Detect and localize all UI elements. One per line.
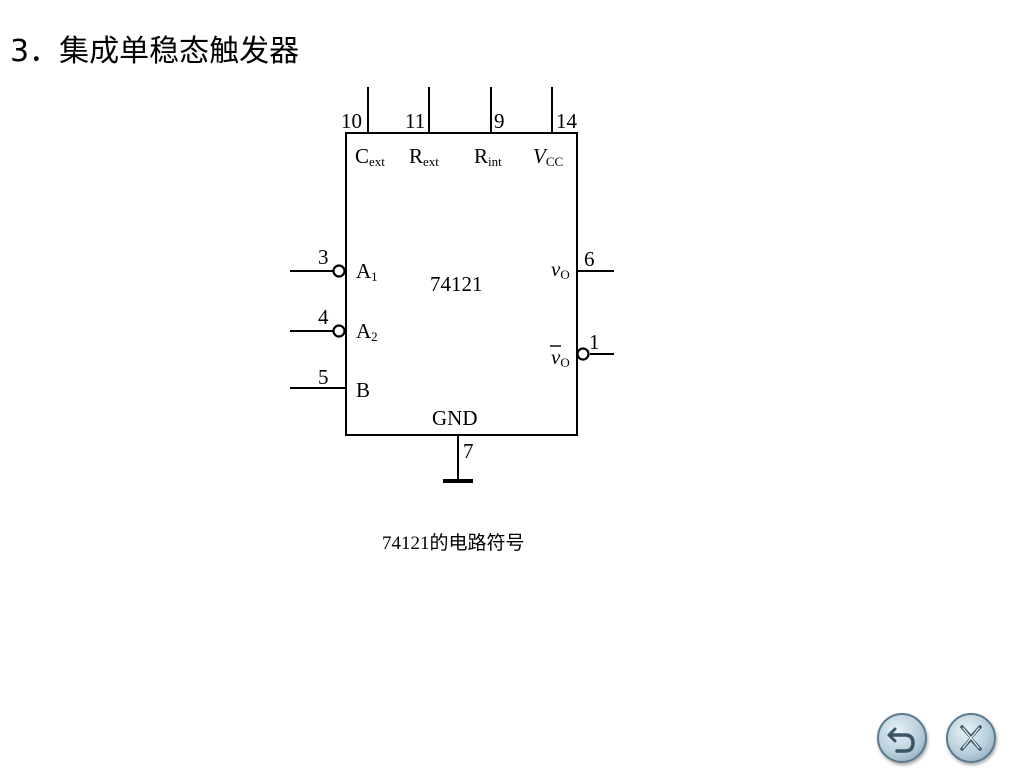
close-button[interactable]	[946, 713, 996, 763]
pin-label-a2: A2	[356, 319, 378, 344]
pin-number-3: 3	[318, 245, 329, 269]
pin-number-5: 5	[318, 365, 329, 389]
pin-number-9: 9	[494, 109, 505, 133]
inversion-bubble-3	[332, 264, 346, 278]
pin-label-vo-bar: vO	[551, 345, 570, 370]
pin-label-vcc: VCC	[533, 144, 563, 169]
chip-name: 74121	[430, 272, 483, 296]
back-arrow-icon	[887, 727, 915, 753]
pin-label-gnd: GND	[432, 406, 478, 430]
pin-label-rext: Rext	[409, 144, 439, 169]
pin-number-7: 7	[463, 439, 474, 463]
pin-number-1: 1	[589, 330, 600, 354]
inversion-bubble-4	[332, 324, 346, 338]
chip-body	[345, 132, 578, 436]
inversion-bubble-1	[576, 347, 590, 361]
close-x-icon	[960, 725, 982, 751]
pin-number-10: 10	[341, 109, 362, 133]
pin-label-b: B	[356, 378, 370, 402]
page-title: 3．集成单稳态触发器	[10, 34, 300, 69]
diagram-caption: 74121的电路符号	[382, 533, 525, 554]
pin-number-14: 14	[556, 109, 578, 133]
pin-number-6: 6	[584, 247, 595, 271]
pin-label-rint: Rint	[474, 144, 502, 169]
pin-label-vo: vO	[551, 257, 570, 282]
pin-number-4: 4	[318, 305, 329, 329]
back-button[interactable]	[877, 713, 927, 763]
pin-label-cext: Cext	[355, 144, 385, 169]
pin-number-11: 11	[405, 109, 425, 133]
pin-label-a1: A1	[356, 259, 378, 284]
